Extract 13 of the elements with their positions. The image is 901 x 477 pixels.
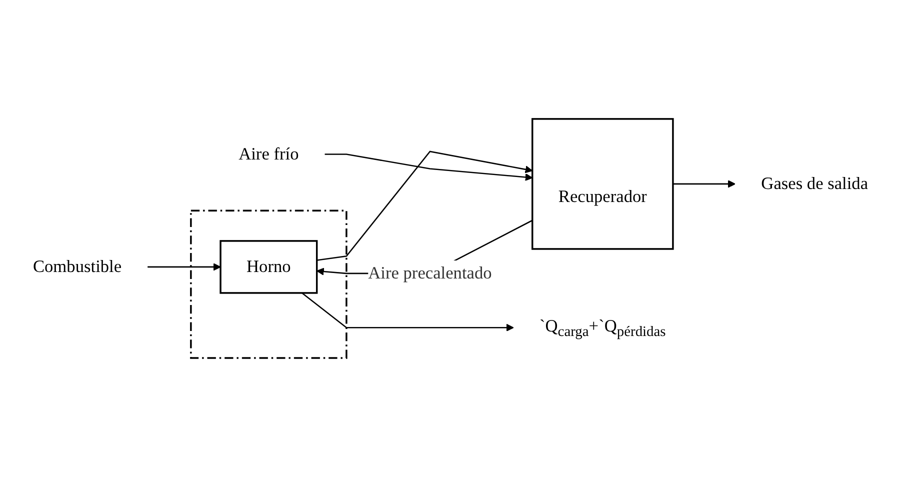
- node-text: Aire frío: [238, 144, 299, 164]
- arrow: [672, 180, 736, 188]
- edge-label: Aire precalentado: [368, 264, 492, 284]
- arrow: [302, 292, 514, 332]
- cluster: [190, 210, 348, 359]
- arrow: [324, 154, 533, 182]
- arrow: [148, 263, 221, 271]
- arrow: [316, 150, 533, 261]
- node-box: Recuperador: [532, 118, 674, 250]
- node-text: Combustible: [32, 257, 122, 277]
- node-box: Horno: [220, 240, 318, 294]
- node-text: `Q$_{carga}$+`Q$_{pérdidas}$: [540, 316, 666, 340]
- node-text: Gases de salida: [761, 174, 868, 194]
